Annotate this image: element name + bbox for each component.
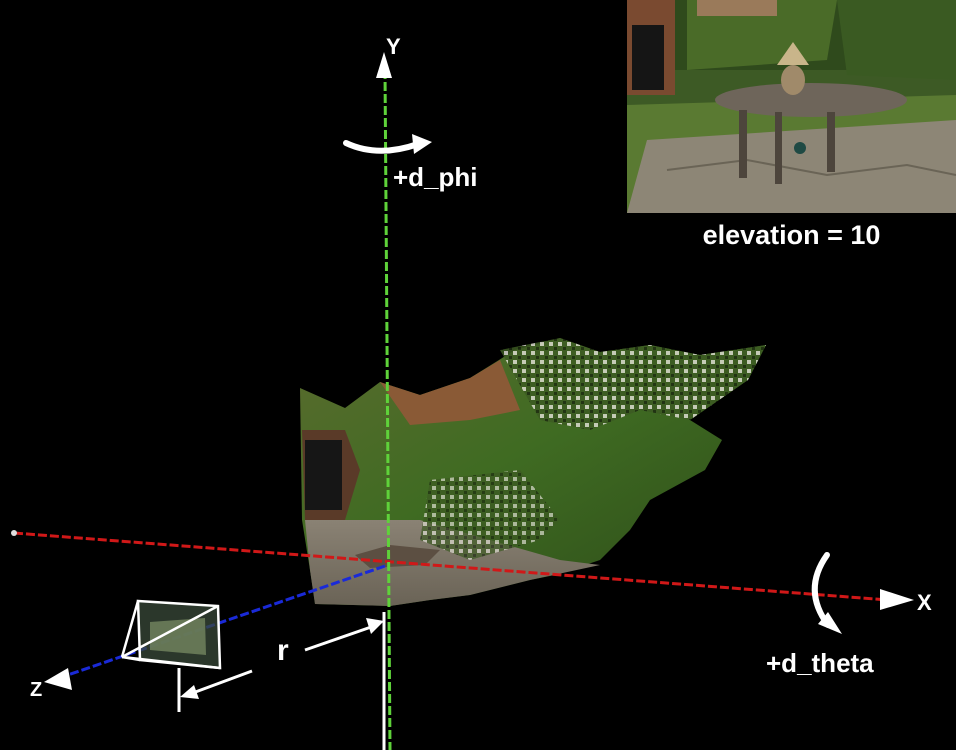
theta-rotation-arrow-icon: [811, 552, 842, 634]
z-axis-arrowhead: [44, 668, 72, 690]
theta-label: +d_theta: [766, 648, 874, 678]
point-cloud: [300, 338, 766, 606]
phi-rotation-arrow-icon: [343, 134, 432, 154]
x-axis-arrowhead: [880, 589, 914, 610]
radius-dimension: [177, 612, 386, 750]
x-axis-label: X: [917, 590, 932, 615]
elevation-caption: elevation = 10: [702, 220, 881, 250]
shed-door: [305, 440, 342, 510]
y-axis-label: Y: [386, 34, 401, 59]
camera-frustum-icon: [120, 599, 222, 670]
z-axis-label: Z: [30, 679, 42, 701]
radius-label: r: [277, 634, 289, 667]
x-axis: [11, 530, 914, 610]
y-axis-arrowhead: [376, 52, 392, 78]
y-axis: [376, 52, 392, 750]
reference-photo: [627, 0, 956, 213]
phi-label: +d_phi: [393, 162, 478, 192]
z-axis: [44, 564, 386, 690]
